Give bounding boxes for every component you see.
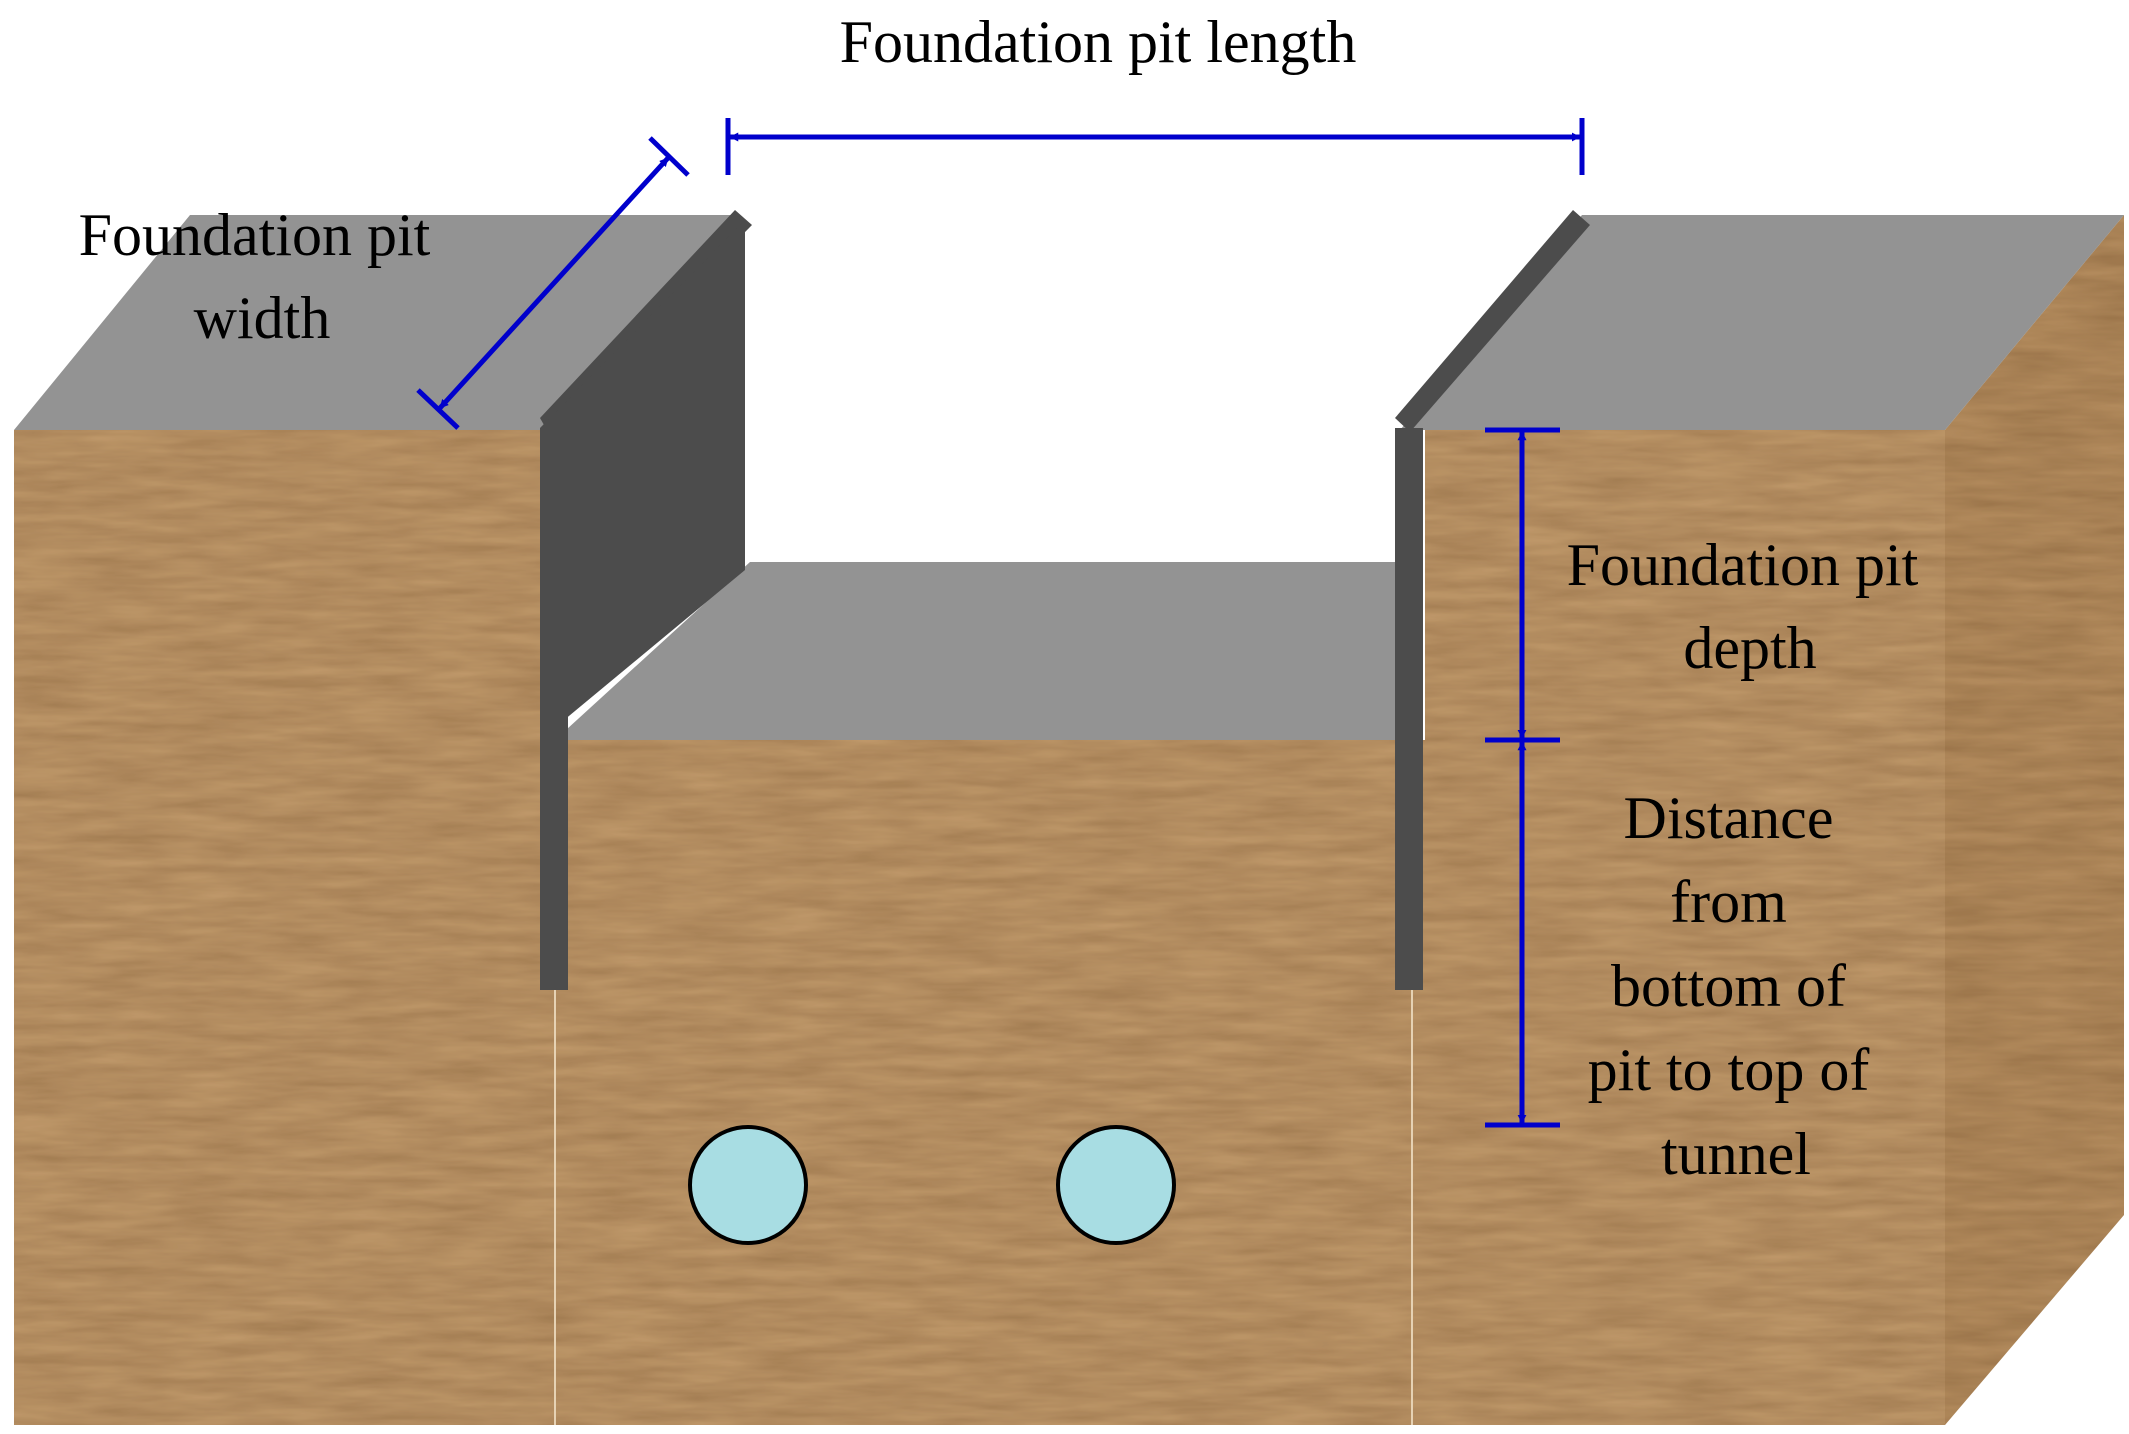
length-dimension xyxy=(725,118,1585,175)
distance-dimension xyxy=(1485,741,1560,1128)
ground-top-right xyxy=(1400,215,2124,430)
soil-under-pit xyxy=(555,740,1412,1425)
retaining-wall-left-front xyxy=(540,428,568,990)
length-label: Foundation pit length xyxy=(840,9,1357,75)
distance-label-line-5: tunnel xyxy=(1661,1121,1811,1187)
depth-dimension xyxy=(1485,427,1560,743)
distance-label-line-2: from xyxy=(1670,869,1787,935)
distance-label-line-3: bottom of xyxy=(1611,953,1846,1019)
distance-label-line-1: Distance xyxy=(1624,785,1834,851)
retaining-wall-left-back xyxy=(540,220,745,740)
tunnel-left xyxy=(688,1125,808,1245)
distance-label-line-4: pit to top of xyxy=(1588,1037,1870,1103)
soil-side-face xyxy=(1945,215,2124,1425)
depth-label-line-1: Foundation pit xyxy=(1567,532,1919,598)
width-arrow xyxy=(438,156,670,410)
retaining-wall-right-front xyxy=(1395,428,1423,990)
width-tick-top xyxy=(648,136,690,177)
distance-label: Distance from bottom of pit to top of tu… xyxy=(1588,785,1885,1187)
width-label-line-1: Foundation pit xyxy=(79,202,431,268)
width-tick-bottom xyxy=(416,388,460,430)
width-dimension xyxy=(416,136,690,430)
width-label: Foundation pit width xyxy=(79,202,446,351)
width-label-line-2: width xyxy=(194,285,331,351)
tunnel-right xyxy=(1056,1125,1176,1245)
pit-bottom-surface xyxy=(555,562,1412,740)
depth-label: Foundation pit depth xyxy=(1567,532,1934,681)
retaining-wall-right-top-edge xyxy=(1395,210,1590,432)
soil-front-face xyxy=(14,430,1945,1425)
depth-label-line-2: depth xyxy=(1683,615,1816,681)
